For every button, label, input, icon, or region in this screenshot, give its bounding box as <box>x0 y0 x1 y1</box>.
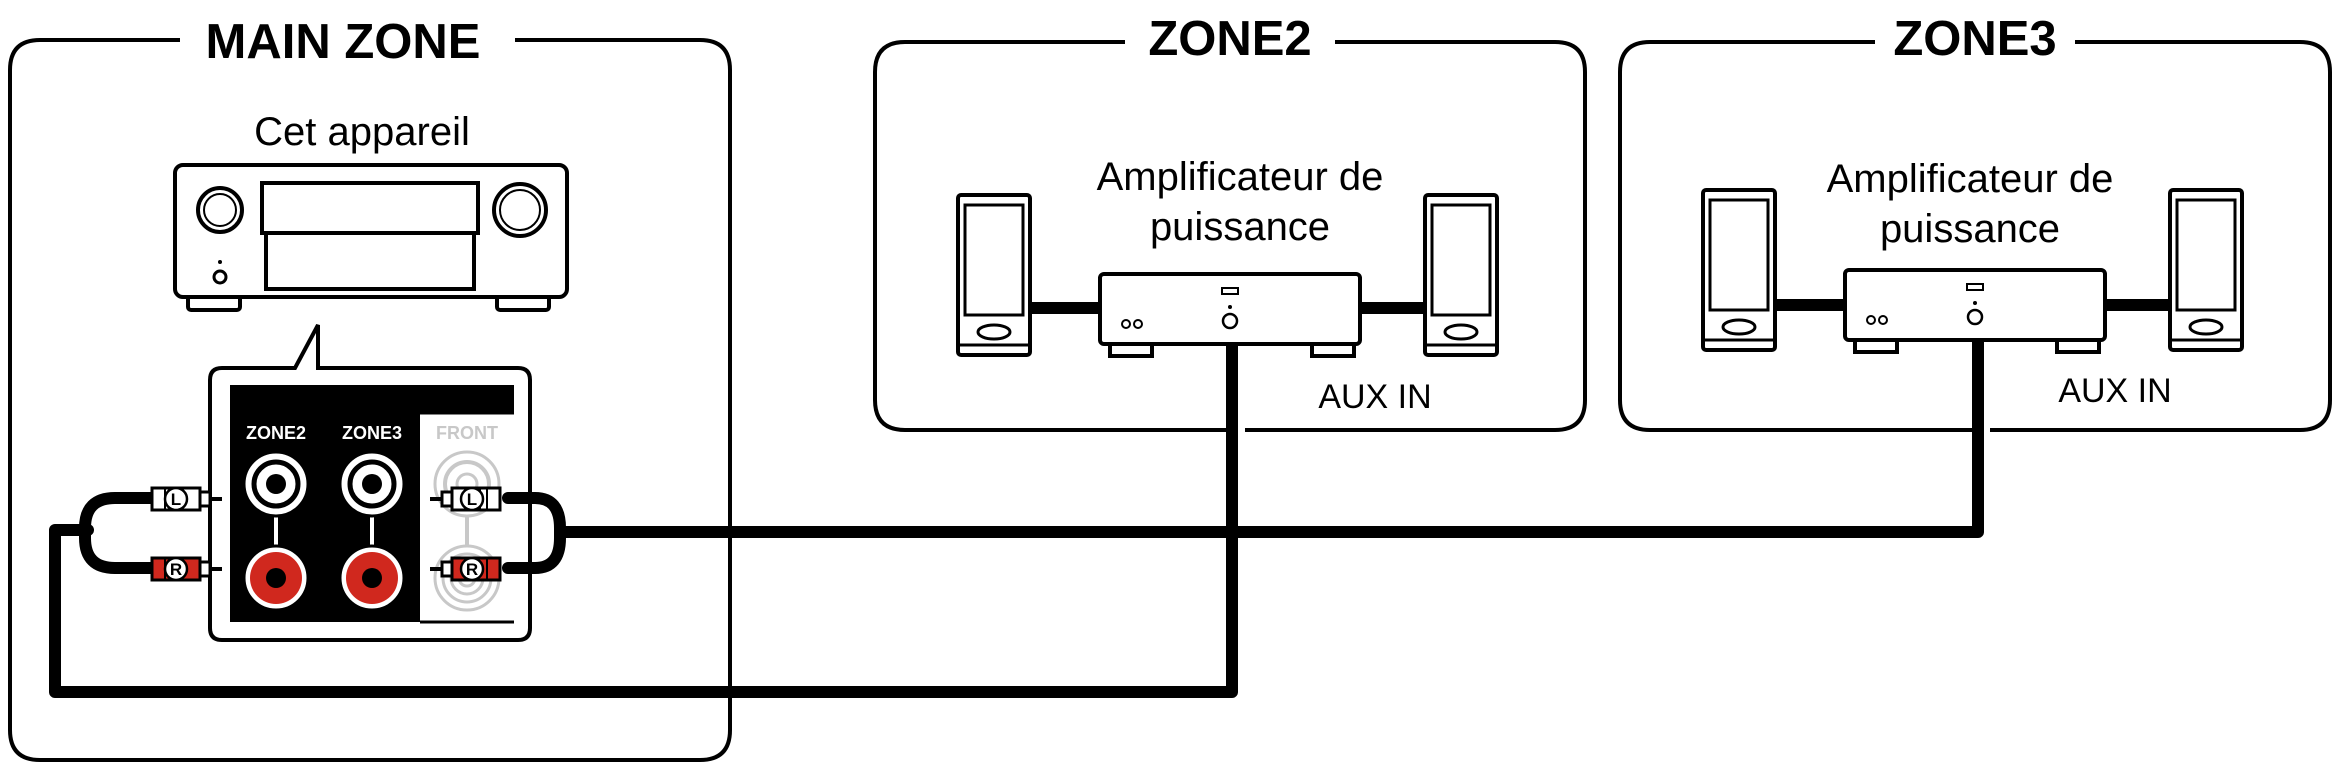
cables <box>49 334 1984 698</box>
jack-label-front: FRONT <box>436 423 498 443</box>
zone3-speaker-right-icon <box>2168 188 2244 352</box>
zone3-speaker-left-icon <box>1701 188 1777 352</box>
zone2-jack-pair <box>242 450 310 612</box>
zone3-amp-power-icon <box>1966 308 1984 326</box>
zone2-cable-trunk <box>49 339 1238 698</box>
zone3-amp-label-line1: Amplificateur de <box>1827 157 2114 201</box>
zone2: ZONE2 Amplificateur de puissance <box>873 12 1587 432</box>
zone2-plug-left: L <box>150 486 222 512</box>
zone2-plug-right: R <box>150 556 222 582</box>
jack-label-zone3: ZONE3 <box>342 423 402 443</box>
zone3-plug-right: R <box>430 556 502 582</box>
plug-letter-l: L <box>467 490 477 509</box>
zone3: ZONE3 Amplificateur de puissance <box>1618 12 2332 432</box>
plug-letter-r: R <box>170 560 182 579</box>
zone3-cable-trunk <box>554 334 1984 538</box>
zone3-jack-pair <box>338 450 406 612</box>
zone3-power-amplifier <box>1843 268 2107 354</box>
main-zone-frame <box>8 38 732 762</box>
zone2-rca-plugs: L R <box>150 486 222 582</box>
av-receiver <box>173 163 569 312</box>
volume-knob-right-icon <box>492 182 548 238</box>
panel-header-bar <box>230 385 514 413</box>
zone2-speaker-left-icon <box>956 193 1032 357</box>
panel-front-area-outline <box>420 411 514 624</box>
zone3-title: ZONE3 <box>1893 12 2056 66</box>
zone2-frame <box>873 40 1587 432</box>
plug-letter-r: R <box>466 560 478 579</box>
receiver-display <box>260 181 480 235</box>
rear-panel-callout: ZONE2 ZONE3 FRONT <box>208 324 532 642</box>
power-button-icon <box>212 269 228 285</box>
main-zone-title: MAIN ZONE <box>206 15 481 69</box>
main-zone: MAIN ZONE Cet appareil ZONE2 ZONE3 FRONT <box>8 15 732 762</box>
zone2-amp-label-line2: puissance <box>1150 205 1330 249</box>
zone3-plug-left: L <box>430 486 502 512</box>
zone2-speaker-right-icon <box>1423 193 1499 357</box>
zone2-input-label: AUX IN <box>1318 378 1431 416</box>
zone3-frame <box>1618 40 2332 432</box>
zone2-amp-label-line1: Amplificateur de <box>1097 155 1384 199</box>
zone3-input-label: AUX IN <box>2058 372 2171 410</box>
plug-letter-l: L <box>171 490 181 509</box>
receiver-door <box>264 231 476 291</box>
zone3-rca-plugs: L R <box>430 486 502 582</box>
zone3-amp-label-line2: puissance <box>1880 207 2060 251</box>
device-label: Cet appareil <box>254 110 470 154</box>
jack-label-zone2: ZONE2 <box>246 423 306 443</box>
zone2-title: ZONE2 <box>1148 12 1311 66</box>
zone2-cable <box>79 492 166 574</box>
zone2-amp-power-icon <box>1221 312 1239 330</box>
zone2-power-amplifier <box>1098 272 1362 358</box>
